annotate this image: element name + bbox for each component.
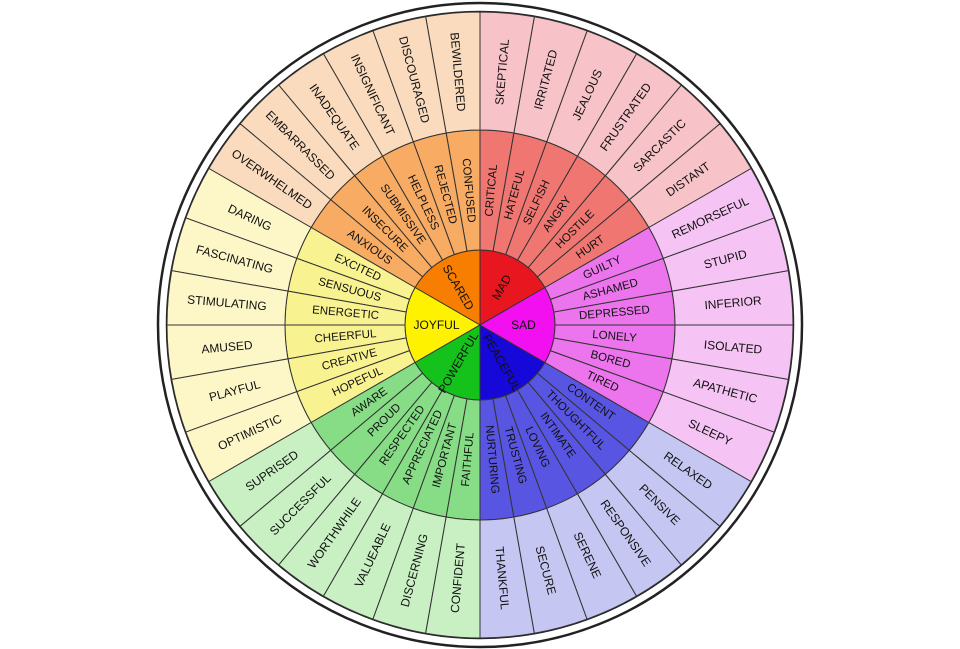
outer-label-skeptical: SKEPTICAL (492, 38, 512, 105)
middle-label-lonely: LONELY (592, 329, 638, 345)
core-label-sad: SAD (511, 318, 536, 332)
outer-label-thankful: THANKFUL (492, 546, 511, 611)
outer-wedge-remorseful (648, 167, 775, 259)
core-label-joyful: JOYFUL (413, 318, 459, 332)
outer-label-bewildered: BEWILDERED (447, 32, 468, 113)
outer-label-confident: CONFIDENT (448, 542, 468, 614)
middle-label-confused: CONFUSED (459, 158, 477, 223)
outer-label-amused: AMUSED (201, 338, 254, 356)
middle-label-faithful: FAITHFUL (460, 431, 477, 487)
middle-label-nurturing: NURTURING (483, 425, 501, 495)
outer-label-isolated: ISOLATED (703, 338, 763, 357)
middle-label-critical: CRITICAL (484, 163, 501, 217)
outer-label-inferior: INFERIOR (704, 293, 763, 312)
middle-label-energetic: ENERGETIC (312, 304, 380, 322)
outer-label-stimulating: STIMULATING (187, 292, 268, 313)
middle-label-cheerful: CHEERFUL (314, 328, 377, 345)
wheel-wedges (166, 11, 794, 639)
